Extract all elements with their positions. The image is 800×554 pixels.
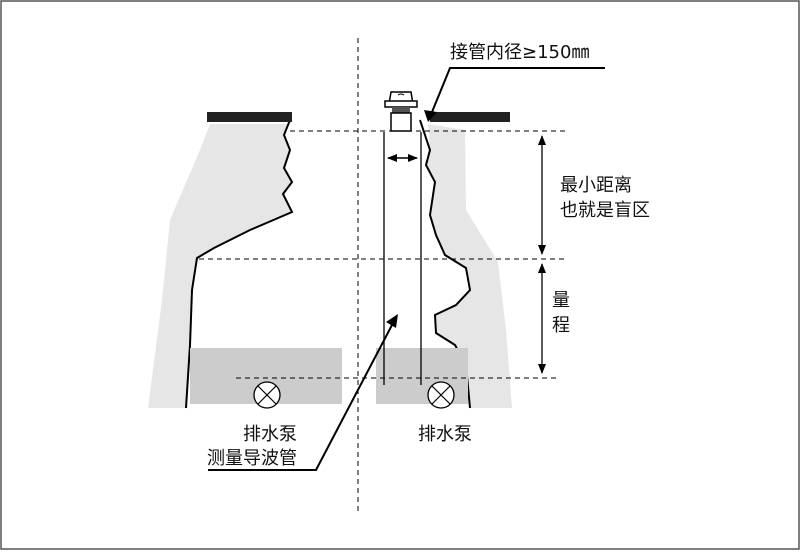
guide-tube-leader-arrowhead xyxy=(386,314,398,328)
diameter-leader-arrowhead xyxy=(424,110,437,122)
blind-zone-label: 也就是盲区 xyxy=(560,200,650,221)
ultrasonic-sensor-icon xyxy=(384,91,418,132)
guide-tube-label: 测量导波管 xyxy=(207,448,297,469)
diameter-leader-line xyxy=(431,67,605,113)
guide-tube-leader-line xyxy=(208,324,393,471)
right-pump-label: 排水泵 xyxy=(418,424,472,445)
min-distance-label: 最小距离 xyxy=(560,175,632,196)
left-pump-icon xyxy=(253,381,281,409)
pipe-diameter-label: 接管内径≥150㎜ xyxy=(450,42,589,63)
right-shaft-wall xyxy=(419,119,472,409)
left-flange xyxy=(207,112,292,122)
left-shaft-body xyxy=(148,124,292,408)
left-shaft-wall xyxy=(185,119,294,409)
range-label-char2: 程 xyxy=(552,315,570,336)
right-pump-icon xyxy=(427,381,455,409)
right-shaft-body xyxy=(426,124,512,408)
right-flange xyxy=(430,112,510,122)
left-pump-label: 排水泵 xyxy=(243,424,297,445)
range-label-char1: 量 xyxy=(552,290,570,311)
